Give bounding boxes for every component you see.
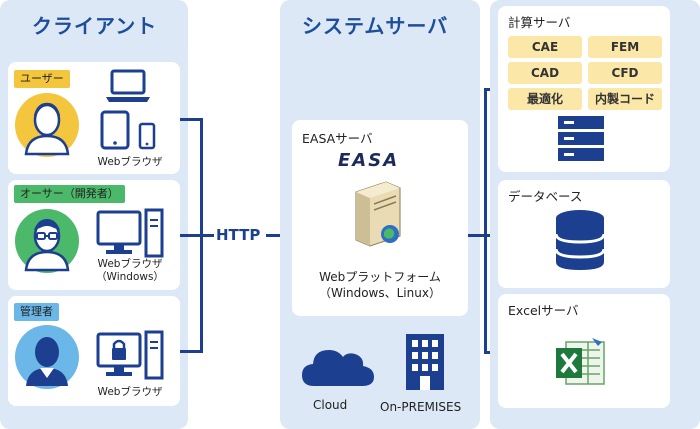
secure-computer-icon <box>94 330 166 380</box>
database-icon <box>552 208 608 272</box>
cloud-icon <box>300 338 376 390</box>
owner-os-label: （Windows） <box>96 271 164 283</box>
owner-browser-label: Webブラウザ <box>97 258 163 270</box>
tablet-icon <box>100 110 130 150</box>
easa-logo: EASA <box>338 150 400 171</box>
connector-to-http <box>200 234 214 237</box>
chip-cae: CAE <box>508 36 582 58</box>
bracket-mid <box>180 234 202 237</box>
connector-http-to-server <box>266 234 292 237</box>
building-icon <box>402 330 448 392</box>
easa-server-title: EASAサーバ <box>302 131 373 146</box>
server-rack-icon <box>556 114 606 164</box>
chip-cfd: CFD <box>588 62 662 84</box>
admin-browser-label: Webブラウザ <box>97 386 163 398</box>
developer-avatar-icon <box>14 208 80 274</box>
platform-label: Webプラットフォーム <box>319 270 441 284</box>
chip-optimization: 最適化 <box>508 88 582 110</box>
chip-fem: FEM <box>588 36 662 58</box>
http-label: HTTP <box>216 226 261 244</box>
admin-avatar-icon <box>14 324 80 390</box>
user-browser-label: Webブラウザ <box>97 156 163 168</box>
cloud-label: Cloud <box>313 398 348 412</box>
server-tower-icon <box>346 178 406 248</box>
bus-vertical <box>484 88 487 354</box>
chip-cad: CAD <box>508 62 582 84</box>
onprem-label: On-PREMISES <box>380 400 462 414</box>
platform-os-label: （Windows、Linux） <box>319 286 441 300</box>
excel-server-title: Excelサーバ <box>508 303 579 318</box>
bracket-bottom <box>180 350 202 353</box>
smartphone-icon <box>138 122 156 150</box>
bracket-top <box>180 118 202 121</box>
system-title: システムサーバ <box>302 14 449 38</box>
admin-tag: 管理者 <box>14 303 59 321</box>
chip-inhouse-code: 内製コード <box>588 88 662 110</box>
desktop-computer-icon <box>94 208 166 258</box>
connector-server-to-bus <box>468 234 486 237</box>
owner-tag: オーサー（開発者） <box>14 185 125 203</box>
laptop-icon <box>104 68 152 104</box>
user-tag: ユーザー <box>14 70 70 88</box>
compute-server-title: 計算サーバ <box>508 15 571 30</box>
user-avatar-icon <box>14 92 80 158</box>
database-title: データベース <box>508 189 583 204</box>
excel-icon <box>552 334 608 390</box>
client-title: クライアント <box>32 14 158 38</box>
